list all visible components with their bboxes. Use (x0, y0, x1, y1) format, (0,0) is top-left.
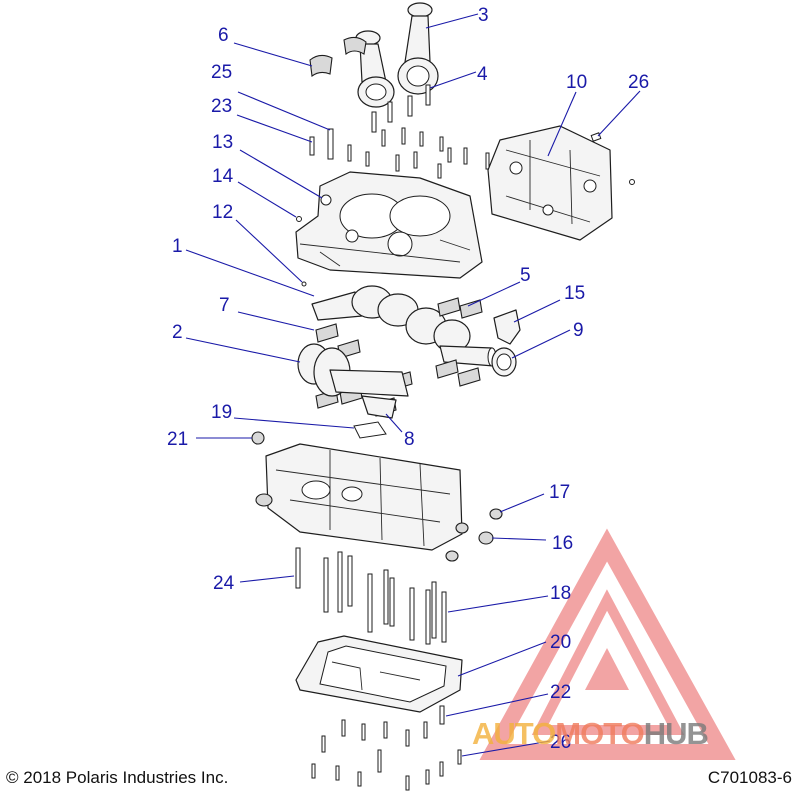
callout-6: 6 (218, 25, 229, 46)
callout-26-bottom: 26 (550, 732, 571, 753)
oil-pan (295, 635, 463, 713)
callout-20: 20 (550, 632, 571, 653)
callout-26-top: 26 (628, 72, 649, 93)
callout-18: 18 (550, 583, 571, 604)
callout-21: 21 (167, 429, 188, 450)
balance-shaft (297, 343, 409, 419)
callout-14: 14 (212, 166, 234, 187)
small-parts (251, 216, 387, 445)
copyright-text: © 2018 Polaris Industries Inc. (6, 768, 229, 787)
callout-13: 13 (212, 132, 233, 153)
callout-3: 3 (478, 5, 489, 26)
callout-7: 7 (219, 295, 230, 316)
crankshaft (311, 285, 497, 367)
crankcase-bolts (295, 547, 447, 645)
callout-10: 10 (566, 72, 587, 93)
bearing-shells-top (309, 36, 367, 78)
callout-15: 15 (564, 283, 585, 304)
callout-16: 16 (552, 533, 573, 554)
support-frame (487, 125, 635, 241)
callout-8: 8 (404, 429, 415, 450)
callout-labels: 1 2 3 4 5 6 7 8 9 10 12 13 14 15 16 17 1… (167, 5, 649, 753)
diagram-reference-code: C701083-6 (707, 768, 792, 787)
callout-12: 12 (212, 202, 233, 223)
watermark-moto: MOTO (555, 716, 644, 751)
watermark-auto: AUTO (472, 716, 556, 751)
watermark-logo (479, 528, 736, 760)
upper-crankcase (295, 171, 483, 279)
lower-crankcase (255, 443, 463, 551)
oil-pan-bolts (311, 705, 462, 791)
callout-17: 17 (549, 482, 570, 503)
thrust-washer-and-seal (491, 309, 521, 377)
callout-2: 2 (172, 322, 183, 343)
callout-24: 24 (213, 573, 235, 594)
drain-plugs (445, 508, 503, 562)
callout-4: 4 (477, 64, 488, 85)
watermark-text: AUTOMOTOHUB (472, 716, 709, 752)
callout-19: 19 (211, 402, 232, 423)
callout-1: 1 (172, 236, 183, 257)
watermark-hub: HUB (643, 716, 709, 751)
callout-25: 25 (211, 62, 232, 83)
upper-bolts (309, 84, 490, 192)
callout-22: 22 (550, 682, 571, 703)
callout-9: 9 (573, 320, 584, 341)
callout-23: 23 (211, 96, 232, 117)
leader-lines (185, 13, 641, 757)
callout-5: 5 (520, 265, 531, 286)
